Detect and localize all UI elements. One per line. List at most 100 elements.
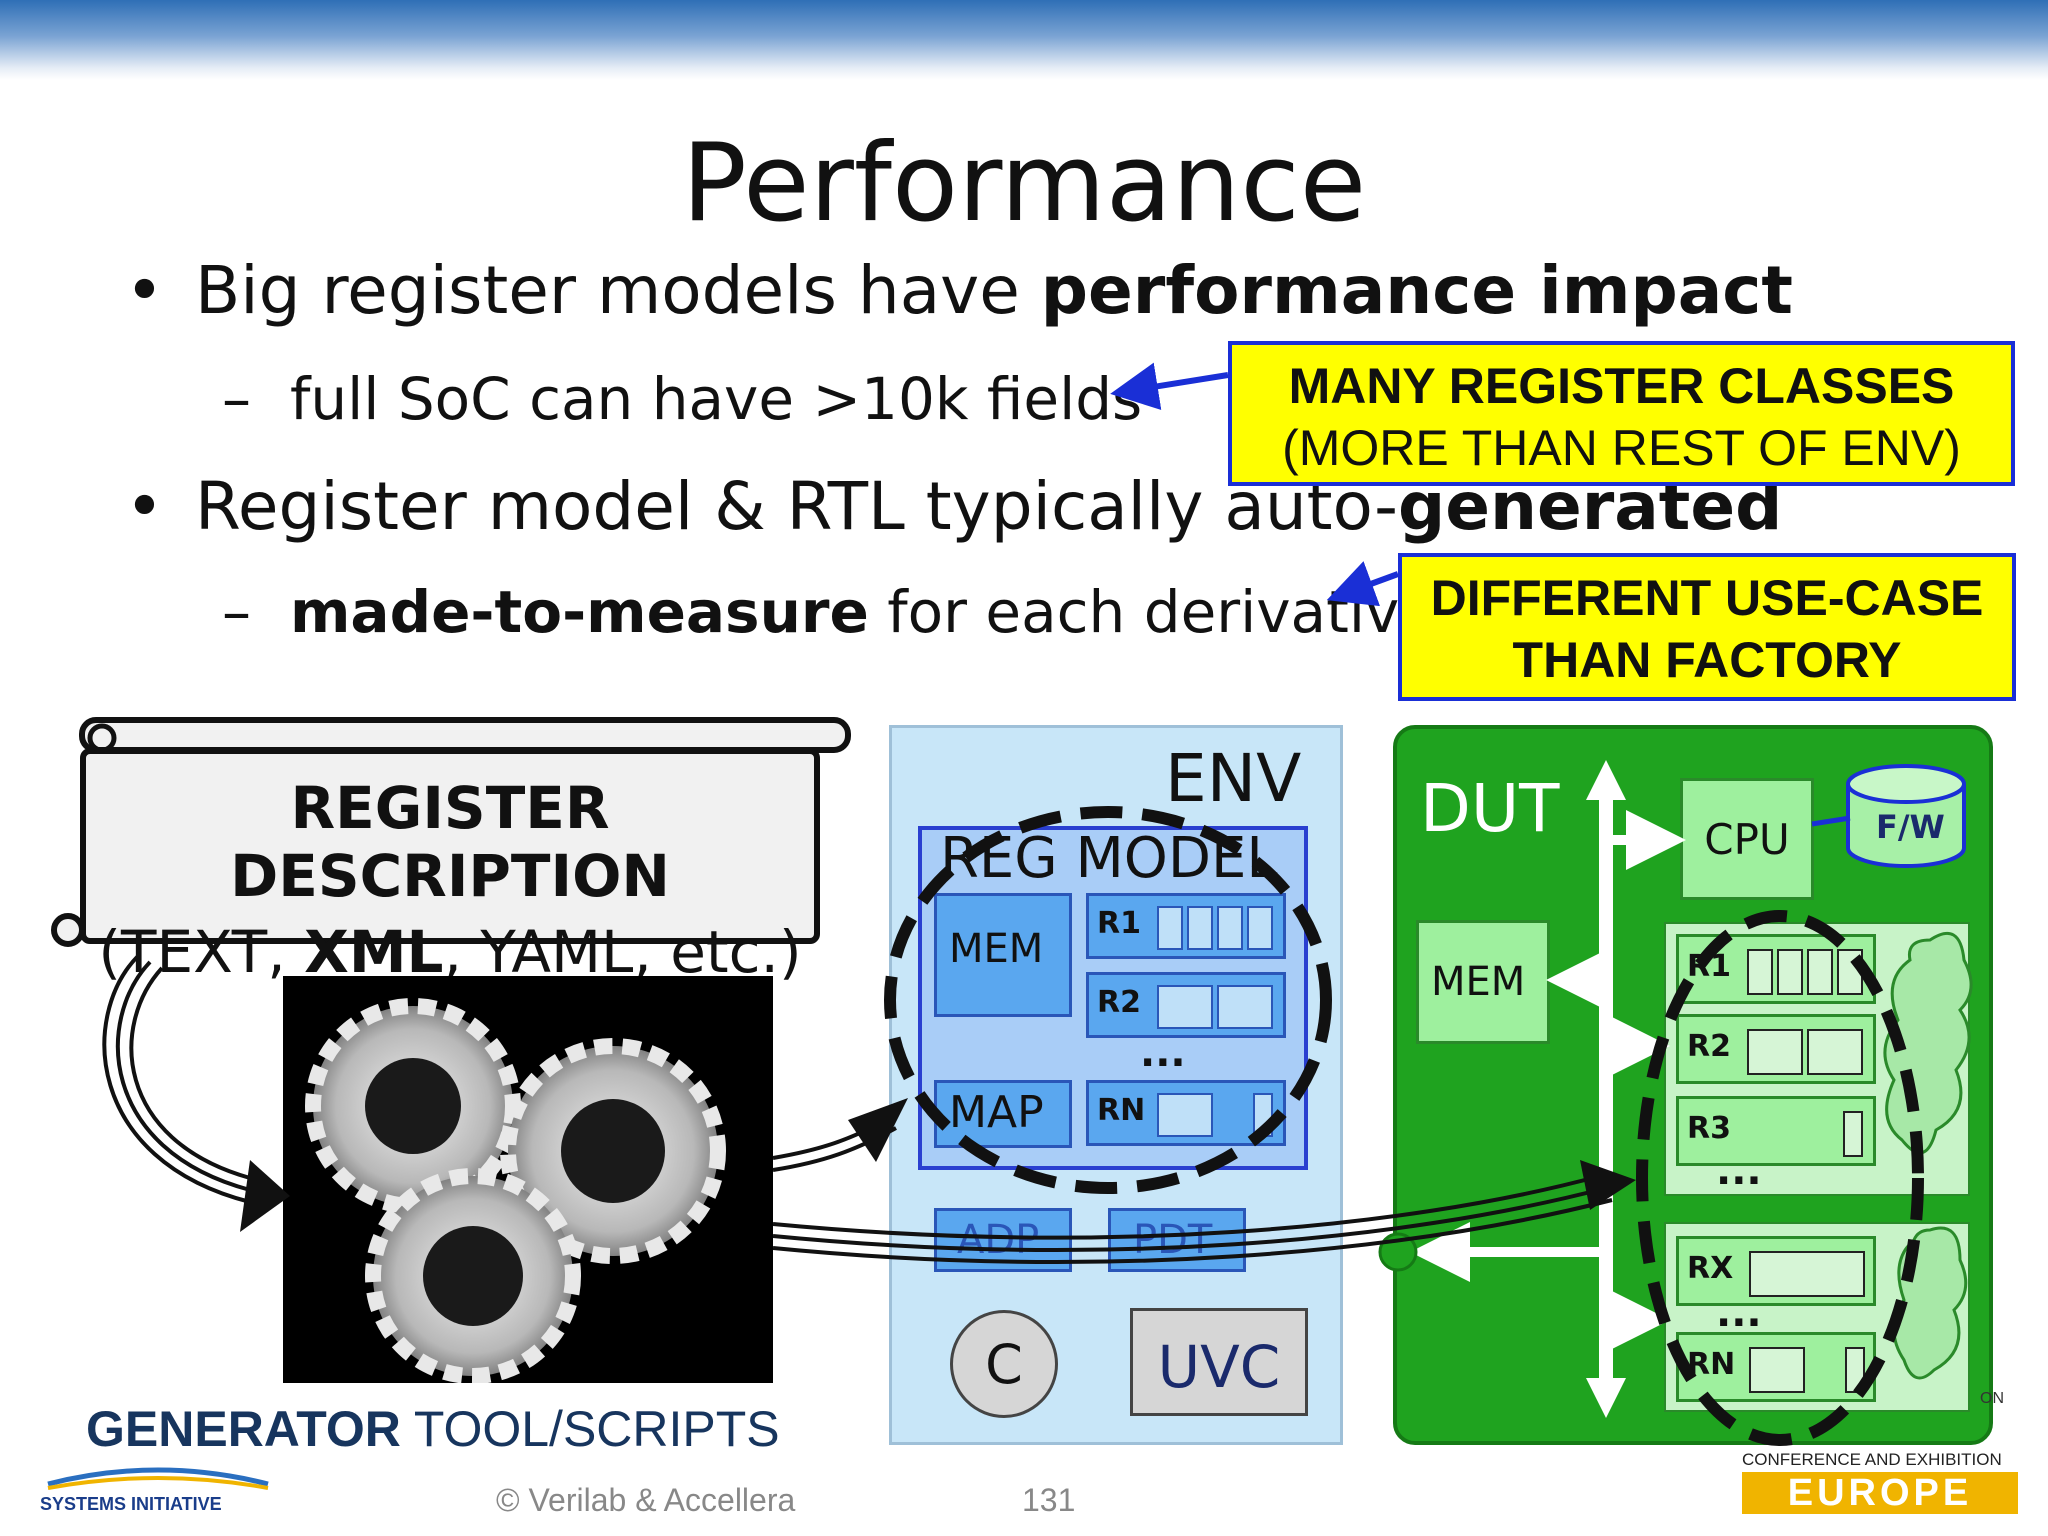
env-rn-label: RN	[1097, 1093, 1146, 1128]
logo-fragment: ON	[1980, 1390, 2004, 1407]
callout-use-case: DIFFERENT USE-CASE THAN FACTORY	[1398, 553, 2016, 701]
cpu-block: CPU	[1680, 778, 1814, 900]
page-number: 131	[1022, 1482, 1076, 1518]
dut-label: DUT	[1420, 770, 1560, 847]
copyright: © Verilab & Accellera	[496, 1482, 796, 1518]
systems-initiative-label: SYSTEMS INITIATIVE	[40, 1494, 222, 1514]
dut-rx-register: RX	[1676, 1236, 1876, 1306]
sub-bullet-dash: –	[222, 365, 251, 433]
callout-2-line-1: DIFFERENT USE-CASE	[1430, 570, 1984, 626]
generator-bold: GENERATOR	[86, 1401, 401, 1457]
env-highlight-ellipse	[884, 806, 1332, 1194]
sub-bullet-dash: –	[222, 578, 251, 646]
field	[1843, 1111, 1863, 1157]
field	[1807, 949, 1833, 995]
env-label: ENV	[1165, 740, 1302, 817]
cpu-label: CPU	[1704, 815, 1790, 864]
fw-label: F/W	[1876, 808, 1945, 846]
dut-r2-label: R2	[1687, 1029, 1731, 1064]
formats-text-c: , YAML, etc.)	[443, 918, 802, 986]
c-circle: C	[950, 1310, 1058, 1418]
formats-xml: XML	[304, 918, 444, 986]
dut-rx-label: RX	[1687, 1251, 1734, 1286]
dut-r3-register: R3	[1676, 1096, 1876, 1166]
adp-label: ADP	[957, 1217, 1040, 1263]
field	[1749, 1251, 1865, 1297]
field	[1777, 949, 1803, 995]
sub-bullet-1-text: full SoC can have >10k fields	[290, 365, 1143, 433]
europe-label: EUROPE	[1787, 1472, 1973, 1514]
env-mem-block: MEM	[934, 893, 1072, 1017]
callout-1-line-1: MANY REGISTER CLASSES	[1288, 358, 1955, 414]
gears-icon	[305, 998, 726, 1384]
gears-image	[283, 976, 773, 1384]
callout-2-line-2: THAN FACTORY	[1512, 632, 1902, 688]
env-r2-register: R2	[1086, 972, 1286, 1038]
field	[1157, 1093, 1213, 1137]
firmware-cylinder-icon	[1846, 764, 1966, 868]
field	[1187, 906, 1213, 950]
systems-initiative-logo-icon	[47, 1467, 269, 1490]
bullet-1-text: Big register models have	[195, 252, 1041, 329]
dut-r2-register: R2	[1676, 1014, 1876, 1084]
conference-label: CONFERENCE AND EXHIBITION	[1742, 1450, 2002, 1469]
generator-label: GENERATOR TOOL/SCRIPTS	[86, 1400, 780, 1458]
dut-rn-register: RN	[1676, 1332, 1876, 1402]
dut-ellipsis-2: ...	[1716, 1290, 1762, 1336]
gen-to-dut-line	[772, 1174, 1601, 1240]
dut-bus	[1378, 760, 1851, 1418]
dut-mem-block: MEM	[1416, 920, 1550, 1044]
dut-r3-label: R3	[1687, 1111, 1731, 1146]
dut-mem-label: MEM	[1431, 959, 1526, 1005]
field	[1247, 906, 1273, 950]
field	[1217, 906, 1243, 950]
flow-arrowhead	[1580, 1160, 1636, 1210]
bullet-2-text: Register model & RTL typically auto-	[195, 468, 1398, 545]
register-formats: (TEXT, XML, YAML, etc.)	[86, 918, 814, 986]
bullet-dot: •	[125, 252, 164, 329]
register-description-label: REGISTER DESCRIPTION	[230, 774, 670, 910]
slide-title: Performance	[681, 121, 1367, 246]
dut-ellipsis-1: ...	[1716, 1148, 1762, 1194]
callout-register-classes: MANY REGISTER CLASSES (MORE THAN REST OF…	[1228, 341, 2015, 486]
field	[1747, 1029, 1803, 1075]
top-banner	[0, 0, 2048, 80]
bullet-1: • Big register models have performance im…	[125, 252, 1793, 329]
bus-arrow-down	[1586, 1378, 1626, 1418]
env-r1-label: R1	[1097, 906, 1141, 941]
bullet-dot: •	[125, 468, 164, 545]
generator-rest: TOOL/SCRIPTS	[400, 1401, 780, 1457]
flow-arrowhead	[848, 1098, 908, 1162]
sub-bullet-2: –made-to-measure for each derivative	[222, 578, 1435, 646]
cpu-fw-link	[1811, 815, 1851, 827]
field	[1157, 906, 1183, 950]
bullet-1-bold: performance impact	[1040, 252, 1793, 329]
scroll-curl-icon	[51, 717, 851, 947]
callout-1-line-2: (MORE THAN REST OF ENV)	[1282, 420, 1961, 476]
field	[1807, 1029, 1863, 1075]
env-mem-label: MEM	[949, 926, 1044, 972]
field	[1217, 985, 1273, 1029]
flow-arrowhead	[240, 1160, 290, 1232]
env-map-label: MAP	[949, 1087, 1044, 1138]
env-map-block: MAP	[934, 1080, 1072, 1148]
uvc-box: UVC	[1130, 1308, 1308, 1416]
field	[1749, 1347, 1805, 1393]
arrow-to-sub-bullet-1	[1110, 362, 1229, 410]
sub-bullet-1: –full SoC can have >10k fields	[222, 365, 1142, 433]
formats-text-a: (TEXT,	[98, 918, 305, 986]
env-r1-register: R1	[1086, 893, 1286, 959]
desc-to-gen-line	[115, 960, 251, 1192]
field	[1157, 985, 1213, 1029]
uvc-label: UVC	[1157, 1333, 1281, 1401]
bus-arrow-up	[1586, 760, 1626, 800]
pdt-label: PDT	[1133, 1217, 1213, 1263]
field	[1747, 949, 1773, 995]
arrow-to-sub-bullet-2	[1326, 561, 1400, 607]
sub-bullet-2-bold: made-to-measure	[290, 578, 869, 646]
c-label: C	[985, 1333, 1023, 1396]
env-r2-label: R2	[1097, 985, 1141, 1020]
europe-banner: EUROPE	[1742, 1472, 2018, 1514]
